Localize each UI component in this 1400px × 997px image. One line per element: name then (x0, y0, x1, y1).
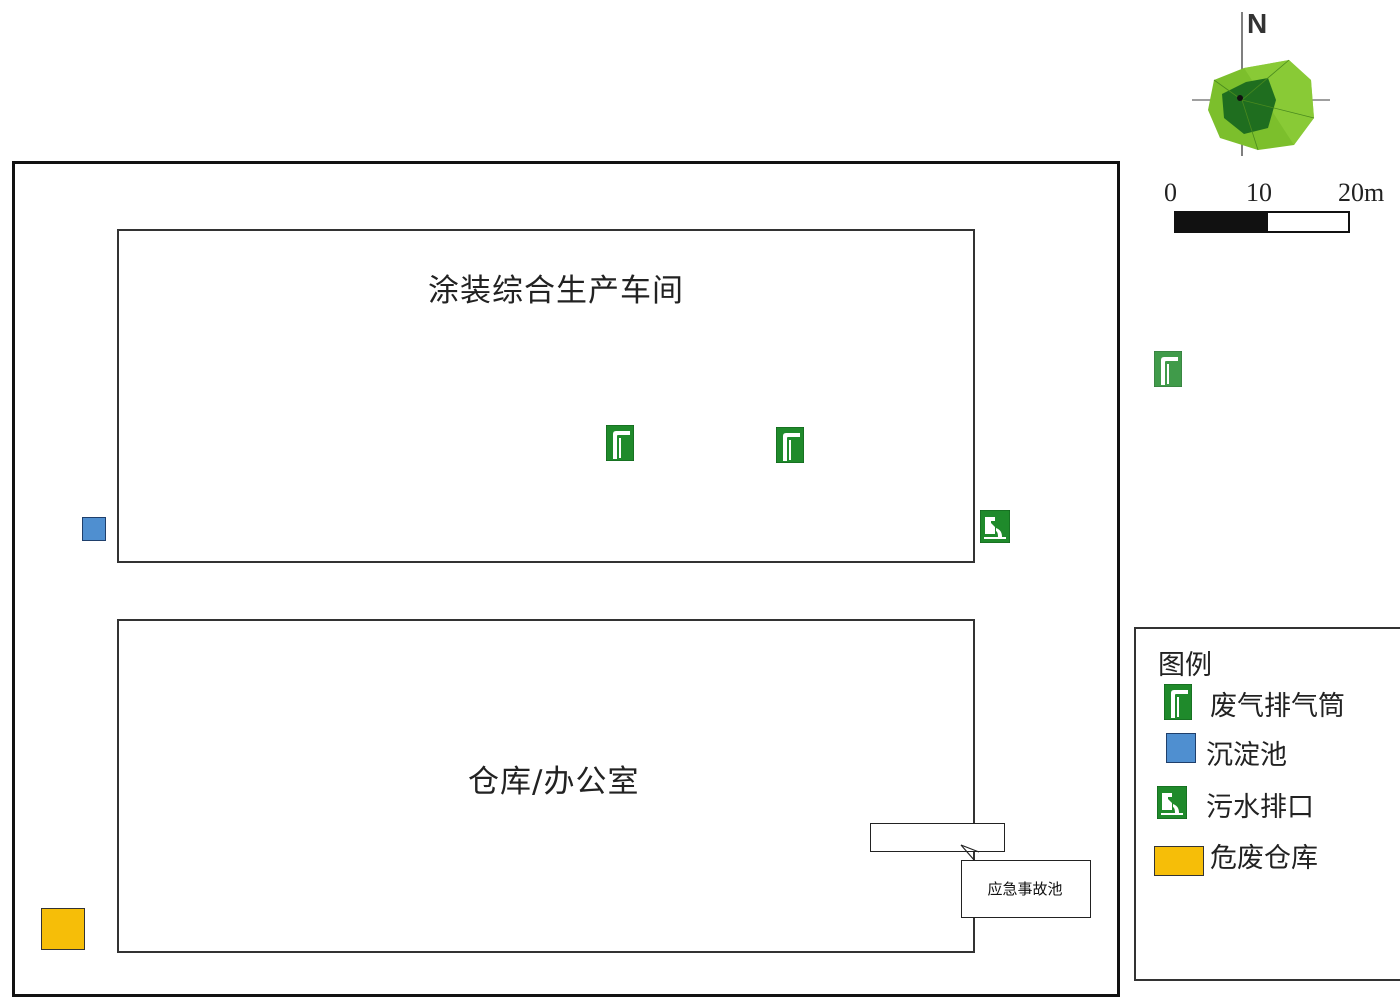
emergency-pool-callout (961, 860, 1091, 918)
exhaust-stack-icon (1154, 351, 1182, 387)
hazardous-waste-warehouse-icon (41, 908, 85, 950)
north-label: N (1247, 8, 1268, 39)
legend-sedimentation-tank-icon (1166, 733, 1196, 763)
sewage-outlet-icon (980, 510, 1010, 543)
legend-panel (1134, 627, 1400, 981)
warehouse-office-building (117, 619, 975, 953)
legend-item-label: 废气排气筒 (1210, 691, 1345, 722)
emergency-pool-label: 应急事故池 (987, 879, 1063, 898)
scale-tick-0: 0 (1164, 178, 1177, 207)
north-arrow-icon (1192, 12, 1330, 156)
sedimentation-tank-icon (82, 517, 106, 541)
production-workshop-label: 涂装综合生产车间 (428, 273, 684, 309)
scale-bar (1174, 211, 1350, 233)
legend-item-label: 危废仓库 (1210, 843, 1318, 874)
scale-tick-10: 10 (1246, 178, 1272, 207)
legend-item-label: 沉淀池 (1206, 740, 1287, 771)
legend-sewage-outlet-icon (1157, 786, 1187, 819)
warehouse-office-label: 仓库/办公室 (468, 764, 640, 800)
scale-tick-20: 20m (1338, 178, 1385, 207)
exhaust-stack-icon (606, 425, 634, 461)
legend-title: 图例 (1158, 650, 1212, 681)
legend-item-label: 污水排口 (1206, 792, 1314, 823)
legend-exhaust-stack-icon (1164, 684, 1192, 720)
exhaust-stack-icon (776, 427, 804, 463)
emergency-pool (870, 823, 1005, 852)
legend-hazardous-waste-warehouse-icon (1154, 846, 1204, 876)
production-workshop-building (117, 229, 975, 563)
scale-bar-fill (1176, 213, 1268, 231)
